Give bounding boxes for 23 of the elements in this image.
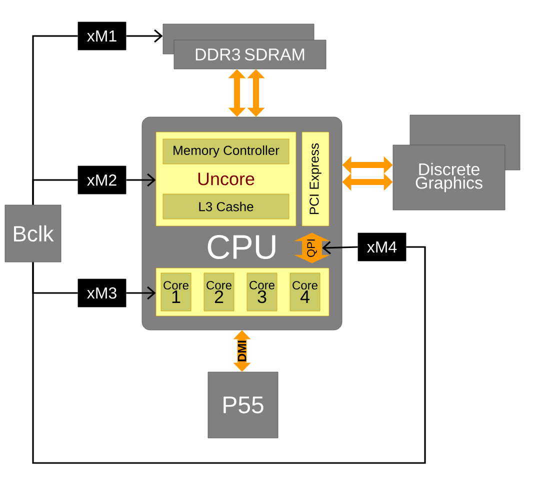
clock-box: Bclk: [4, 204, 62, 262]
edge-label: DMI: [237, 340, 247, 362]
pcie-block: PCI Express: [302, 132, 330, 226]
core-box: Core 1: [160, 272, 192, 312]
memory-module-stack: DDR3 SDRAM: [162, 24, 326, 70]
qpi-block: QPI: [294, 232, 330, 264]
arrow: [126, 29, 163, 43]
connector-line: [32, 246, 426, 464]
chipset-box: P55: [208, 372, 278, 438]
core-box: Core 3: [246, 272, 278, 312]
multiplier-label-box: xM2: [78, 166, 126, 194]
multiplier-label-box: xM1: [78, 22, 126, 50]
arrow: [126, 286, 156, 300]
core-box: Core 2: [204, 272, 234, 312]
block-box: Memory Controller: [162, 138, 290, 164]
block-box: L3 Cashe: [162, 194, 290, 220]
multiplier-label-box: xM3: [78, 278, 126, 308]
connector-line: [32, 179, 78, 205]
multiplier-label-box: xM4: [358, 232, 406, 262]
arrow: [126, 173, 156, 187]
arrow: [322, 241, 358, 254]
core-box: Core 4: [290, 272, 320, 312]
graphics-card-stack: Discrete Graphics: [392, 114, 520, 210]
